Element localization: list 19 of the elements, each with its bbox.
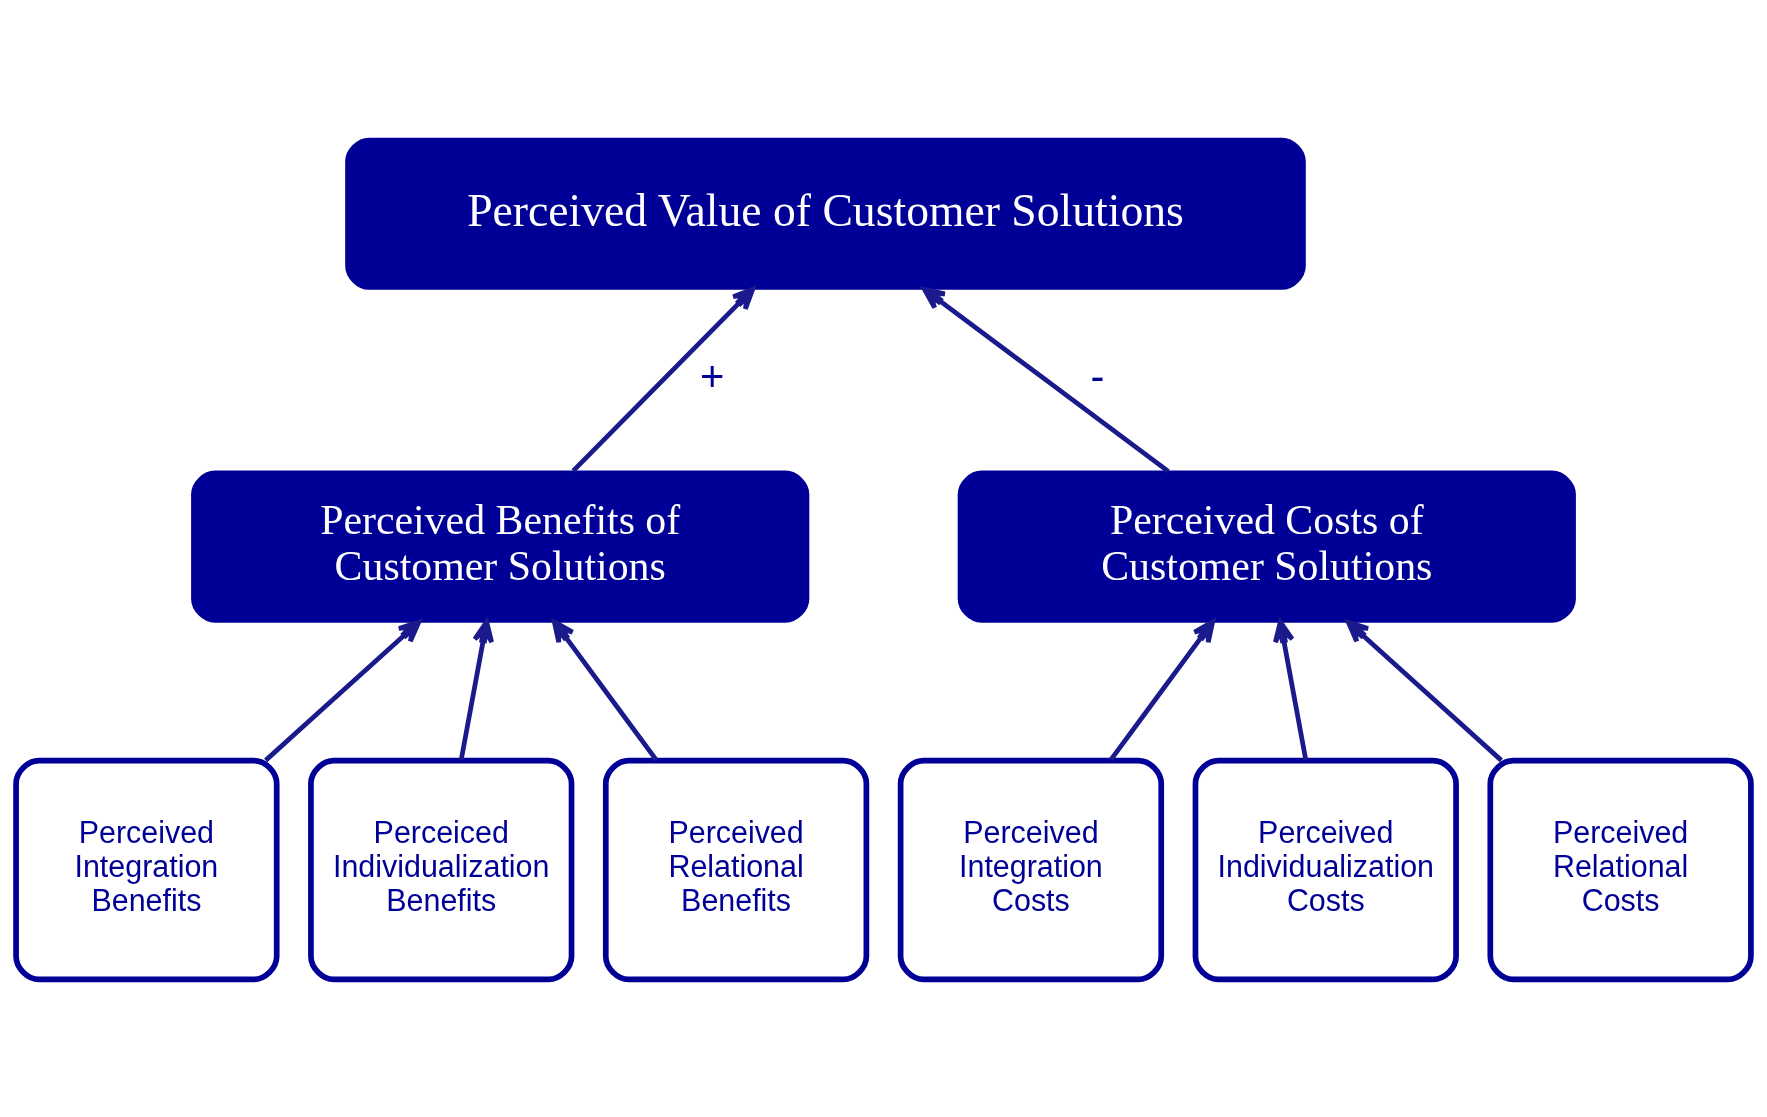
node-box: Perceiced Individualization Benefits: [308, 757, 575, 982]
arrow: [922, 286, 1170, 473]
node-box: Perceived Integration Costs: [897, 757, 1165, 982]
arrow: [458, 619, 494, 760]
arrow: [551, 619, 659, 761]
node-box: Perceived Value of Customer Solutions: [345, 137, 1306, 290]
arrow: [264, 619, 422, 762]
node-box: Perceived Relational Benefits: [602, 757, 870, 982]
node-box: Perceived Integration Benefits: [13, 757, 280, 982]
arrow: [1345, 619, 1503, 762]
arrow: [1108, 619, 1216, 761]
arrow: [1273, 619, 1309, 760]
node-box: Perceived Individualization Costs: [1192, 757, 1459, 982]
edge-label: +: [699, 352, 725, 400]
node-box: Perceived Benefits of Customer Solutions: [191, 470, 810, 623]
node-box: Perceived Relational Costs: [1487, 757, 1754, 982]
arrow: [571, 286, 756, 473]
edge-label: -: [1090, 352, 1105, 400]
node-box: Perceived Costs of Customer Solutions: [957, 470, 1576, 623]
